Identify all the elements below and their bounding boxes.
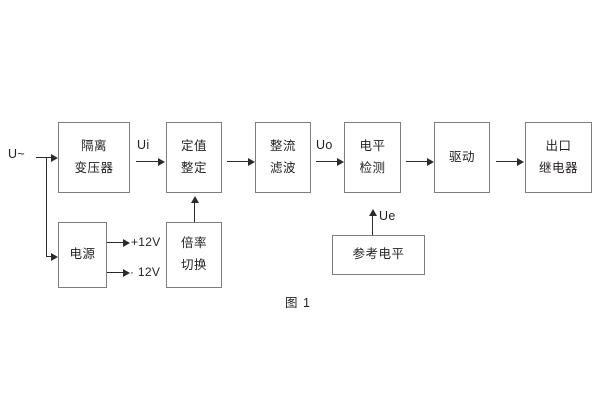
connector-ratio-to-setting bbox=[194, 203, 195, 222]
block-level-detect: 电平 检测 bbox=[344, 122, 401, 193]
arrowhead-reference-to-level bbox=[368, 209, 377, 216]
connector-rectify-to-level bbox=[316, 161, 337, 162]
connector-setting-to-rectify bbox=[227, 161, 248, 162]
connector-u-to-power-supply bbox=[46, 256, 51, 257]
signal-label-input-u: U~ bbox=[8, 147, 25, 161]
connector-rail-neg12v bbox=[107, 272, 123, 273]
arrowhead-level-to-drive bbox=[427, 157, 434, 166]
arrowhead-u-to-power-supply bbox=[51, 252, 58, 261]
block-rectify-filter-line2: 滤波 bbox=[269, 160, 296, 175]
block-level-detect-line1: 电平 bbox=[359, 138, 386, 153]
block-isolation-transformer-line1: 隔离 bbox=[80, 138, 107, 153]
connector-rail-pos12v bbox=[107, 242, 123, 243]
block-setting-value: 定值 整定 bbox=[166, 122, 222, 193]
block-output-relay-line2: 继电器 bbox=[538, 160, 578, 175]
signal-label-rail-pos12v: +12V bbox=[131, 235, 161, 249]
block-ratio-switch-line2: 切换 bbox=[180, 258, 207, 272]
block-ratio-switch: 倍率 切换 bbox=[166, 222, 222, 288]
arrowhead-rail-pos12v bbox=[123, 238, 130, 247]
connector-u-bus bbox=[46, 157, 47, 256]
arrowhead-setting-to-rectify bbox=[248, 157, 255, 166]
block-output-relay-line1: 出口 bbox=[545, 138, 572, 153]
arrowhead-rectify-to-level bbox=[337, 157, 344, 166]
block-level-detect-line2: 检测 bbox=[359, 160, 386, 175]
connector-u-to-transformer bbox=[46, 157, 51, 158]
arrowhead-drive-to-relay bbox=[517, 157, 524, 166]
block-reference-level: 参考电平 bbox=[332, 235, 425, 275]
block-output-relay: 出口 继电器 bbox=[525, 122, 592, 193]
arrowhead-transformer-to-setting bbox=[158, 157, 165, 166]
block-drive-line1: 驱动 bbox=[448, 149, 475, 164]
connector-level-to-drive bbox=[406, 161, 427, 162]
block-rectify-filter-line1: 整流 bbox=[269, 138, 296, 153]
block-setting-value-line2: 整定 bbox=[180, 160, 207, 175]
signal-label-ue: Ue bbox=[379, 209, 396, 223]
block-power-supply: 电源 bbox=[58, 222, 107, 288]
figure-caption: 图 1 bbox=[285, 296, 311, 310]
block-setting-value-line1: 定值 bbox=[180, 138, 207, 153]
arrowhead-u-to-transformer bbox=[51, 153, 58, 162]
connector-reference-to-level bbox=[372, 216, 373, 235]
block-isolation-transformer: 隔离 变压器 bbox=[58, 122, 130, 193]
block-rectify-filter: 整流 滤波 bbox=[255, 122, 311, 193]
arrowhead-ratio-to-setting bbox=[190, 196, 199, 203]
connector-drive-to-relay bbox=[496, 161, 517, 162]
block-drive: 驱动 bbox=[434, 122, 490, 193]
signal-label-ui: Ui bbox=[137, 138, 150, 152]
block-power-supply-line1: 电源 bbox=[69, 247, 96, 262]
connector-u-stub bbox=[36, 157, 46, 158]
arrowhead-rail-neg12v bbox=[123, 268, 130, 277]
signal-label-rail-neg12v: · 12V bbox=[130, 265, 161, 279]
block-ratio-switch-line1: 倍率 bbox=[180, 236, 207, 251]
signal-label-uo: Uo bbox=[316, 138, 333, 152]
connector-transformer-to-setting bbox=[136, 161, 158, 162]
block-reference-level-line1: 参考电平 bbox=[352, 247, 405, 262]
block-isolation-transformer-line2: 变压器 bbox=[74, 160, 114, 175]
